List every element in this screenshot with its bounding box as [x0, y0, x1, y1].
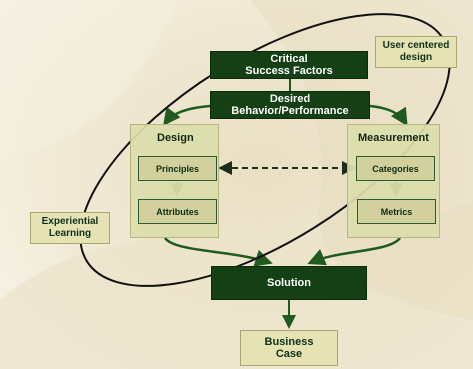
behavior-line-2: Behavior/Performance — [231, 105, 349, 117]
attributes-box: Attributes — [138, 199, 217, 224]
principles-box: Principles — [138, 156, 217, 181]
critical-success-factors-box: Critical Success Factors — [210, 51, 368, 79]
arrow-behavior-to-design — [162, 104, 211, 126]
design-title: Design — [157, 132, 194, 144]
desired-behavior-box: Desired Behavior/Performance — [210, 91, 370, 119]
csf-line-1: Critical — [270, 53, 308, 65]
experiential-learning-box: Experiential Learning — [30, 212, 110, 244]
bc-line-2: Case — [275, 348, 303, 360]
measurement-title: Measurement — [358, 132, 429, 144]
solution-box: Solution — [211, 266, 367, 300]
csf-line-2: Success Factors — [245, 65, 333, 77]
el-line-2: Learning — [48, 228, 92, 239]
behavior-line-1: Desired — [269, 93, 311, 105]
metrics-box: Metrics — [357, 199, 436, 224]
arrow-design-to-solution — [163, 237, 273, 267]
user-centered-design-box: User centered design — [375, 36, 457, 68]
el-line-1: Experiential — [41, 216, 99, 227]
arrow-measurement-to-solution — [307, 237, 402, 266]
ucd-line-2: design — [399, 52, 433, 63]
business-case-box: Business Case — [240, 330, 338, 366]
bc-line-1: Business — [264, 336, 314, 348]
categories-box: Categories — [356, 156, 435, 181]
ucd-line-1: User centered — [382, 40, 450, 51]
arrow-behavior-to-measurement — [369, 104, 408, 127]
